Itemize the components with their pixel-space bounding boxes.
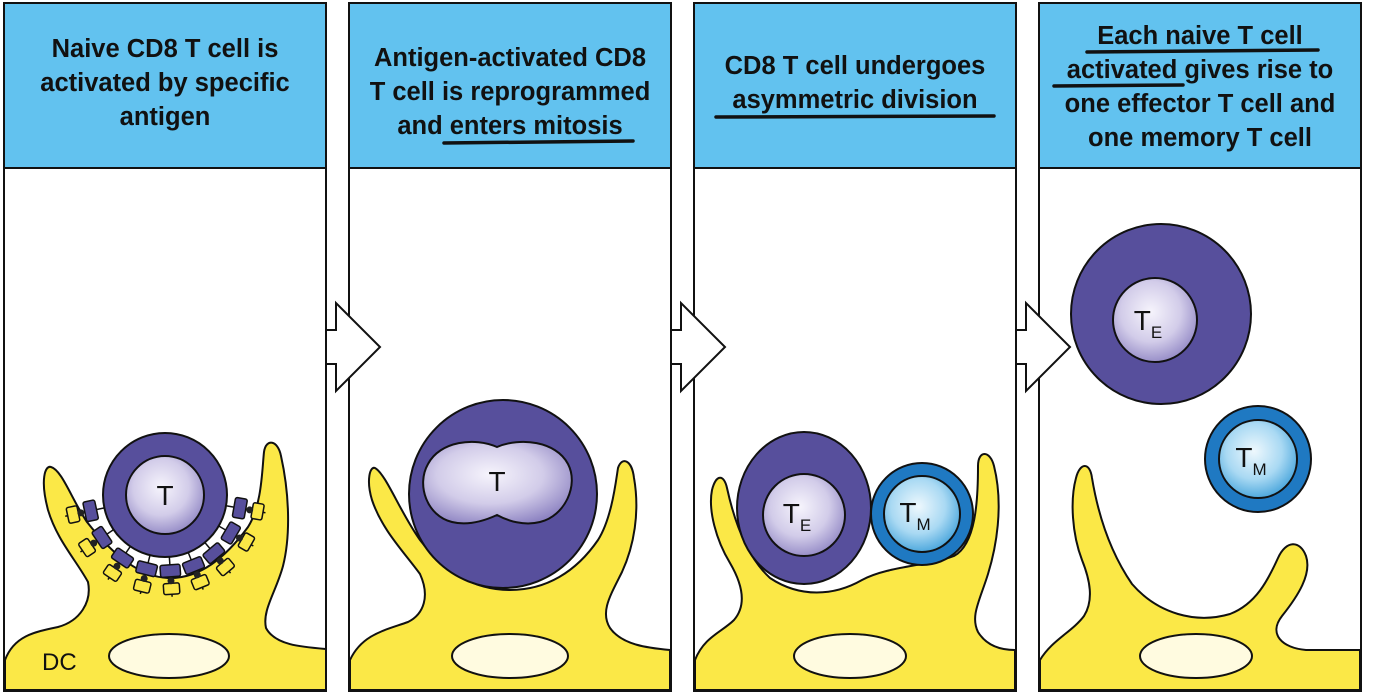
panel-1: Naive CD8 T cell is activated by specifi… bbox=[3, 2, 327, 692]
antigen-dot bbox=[90, 539, 98, 547]
tcr-block bbox=[159, 563, 182, 579]
arrow-1-to-2 bbox=[325, 300, 382, 394]
antigen-dot bbox=[193, 571, 201, 579]
panel-2-caption-line-2: T cell is reprogrammed bbox=[370, 78, 651, 106]
receptor-complex bbox=[78, 525, 115, 558]
memory-label-sub: M bbox=[916, 515, 930, 534]
memory-t-cell-dividing-nucleus bbox=[883, 475, 961, 553]
naive-t-cell-nucleus bbox=[125, 455, 205, 535]
tcr-block bbox=[91, 525, 113, 550]
arrow-2-to-3 bbox=[670, 300, 727, 394]
panel-4-caption-line-1: Each naive T cell bbox=[1097, 22, 1303, 50]
dc-3-nucleus bbox=[793, 633, 907, 679]
panel-1-content: DC T bbox=[4, 432, 327, 691]
receptor-complex bbox=[225, 496, 266, 521]
panel-4-underline-1 bbox=[1085, 48, 1320, 54]
naive-t-cell-label: T bbox=[156, 480, 173, 511]
dc-2-nucleus bbox=[451, 633, 569, 679]
effector-t-cell-label: TE bbox=[1134, 305, 1162, 342]
antigen-dot bbox=[167, 577, 175, 585]
panel-4-underline-2 bbox=[1052, 83, 1185, 88]
memory-t-cell-label: TM bbox=[1235, 442, 1266, 479]
effector-t-cell-dividing-nucleus bbox=[762, 473, 846, 557]
panel-4-caption-underlined-2: activated bbox=[1067, 56, 1178, 84]
memory-t-cell-dividing-label: TM bbox=[899, 497, 930, 534]
tcr-block bbox=[181, 556, 206, 575]
effector-t-cell-dividing-label: TE bbox=[783, 498, 811, 535]
panel-1-caption-line-3: antigen bbox=[120, 103, 211, 131]
tcr-block bbox=[82, 499, 99, 523]
panel-2-caption-line-1: Antigen-activated CD8 bbox=[374, 44, 646, 72]
dendritic-cell-2 bbox=[349, 460, 671, 691]
receptor-complex bbox=[159, 556, 182, 597]
panel-2-caption-underlined: enters mitosis bbox=[450, 112, 623, 140]
tcr-block bbox=[231, 496, 248, 520]
tcr-block bbox=[220, 521, 242, 545]
activated-t-cell-nucleus bbox=[422, 440, 573, 525]
mhc-block bbox=[162, 582, 181, 596]
panel-3-header bbox=[693, 2, 1017, 169]
panel-2-caption-line-3: and enters mitosis bbox=[397, 112, 622, 140]
panel-1-caption-line-1: Naive CD8 T cell is bbox=[52, 35, 279, 63]
arrow-3-to-4 bbox=[1015, 300, 1072, 394]
activated-t-cell-label: T bbox=[488, 466, 505, 497]
antigen-dot bbox=[235, 534, 243, 542]
tcr-block bbox=[202, 542, 226, 565]
panel-3-caption-underlined: asymmetric division bbox=[732, 86, 977, 114]
panel-2-underline bbox=[442, 139, 635, 145]
tcr-block bbox=[110, 547, 135, 569]
dc-label: DC bbox=[42, 649, 77, 676]
panel-4-content: TE TM bbox=[1039, 223, 1361, 691]
receptor-complex bbox=[65, 499, 105, 524]
panel-4-caption-line-4: one memory T cell bbox=[1088, 124, 1312, 152]
antigen-dot bbox=[77, 509, 85, 517]
receptor-complex bbox=[218, 521, 256, 552]
panel-4-caption-line-2: activated gives rise to bbox=[1067, 56, 1333, 84]
panel-1-header bbox=[3, 2, 327, 169]
effector-label-sub: E bbox=[800, 516, 811, 535]
receptor-complex bbox=[181, 552, 210, 591]
panel-1-caption: Naive CD8 T cell is activated by specifi… bbox=[40, 35, 289, 131]
panel-4-caption-line-3: one effector T cell and bbox=[1065, 90, 1336, 118]
effector-t-cell-label-main: T bbox=[1134, 305, 1151, 336]
panel-2-caption: Antigen-activated CD8 T cell is reprogra… bbox=[370, 44, 651, 145]
panel-4-caption: Each naive T cell activated gives rise t… bbox=[1052, 22, 1336, 152]
receptor-complex bbox=[132, 554, 159, 595]
effector-t-cell-label-sub: E bbox=[1151, 323, 1162, 342]
panel-2-caption-line-3-pre: and bbox=[397, 112, 449, 140]
dendritic-cell-3 bbox=[694, 453, 1016, 691]
memory-t-cell-nucleus bbox=[1218, 419, 1298, 499]
dc-4-nucleus bbox=[1139, 633, 1253, 679]
memory-t-cell-label-sub: M bbox=[1252, 460, 1266, 479]
tcr-block bbox=[135, 560, 159, 578]
effector-label-main: T bbox=[783, 498, 800, 529]
antigen-dot bbox=[216, 557, 224, 565]
receptor-complex bbox=[102, 545, 135, 582]
panel-3-caption-line-2: asymmetric division bbox=[732, 86, 977, 114]
receptor-complex bbox=[202, 542, 236, 577]
antigen-dot bbox=[246, 506, 254, 514]
panel-3-content: TE TM bbox=[694, 431, 1016, 691]
panel-1-caption-line-2: activated by specific bbox=[40, 69, 289, 97]
panel-2-content: T bbox=[349, 399, 671, 691]
panel-3-caption: CD8 T cell undergoes asymmetric division bbox=[714, 52, 996, 119]
antigen-dot bbox=[140, 574, 148, 582]
memory-label-main: T bbox=[899, 497, 916, 528]
receptor-complexes bbox=[65, 496, 266, 597]
dendritic-cell-1 bbox=[4, 441, 327, 691]
panel-4-caption-underlined-1: Each naive T cell bbox=[1097, 22, 1303, 50]
antigen-dot bbox=[113, 562, 121, 570]
dc-1-nucleus bbox=[108, 633, 230, 679]
effector-t-cell-nucleus bbox=[1112, 277, 1198, 363]
panel-3-caption-line-1: CD8 T cell undergoes bbox=[725, 52, 986, 80]
panel-3-underline bbox=[714, 114, 996, 119]
panel-4-caption-line-2-post: gives rise to bbox=[1177, 56, 1333, 84]
memory-t-cell-label-main: T bbox=[1235, 442, 1252, 473]
dendritic-cell-4 bbox=[1039, 465, 1361, 691]
